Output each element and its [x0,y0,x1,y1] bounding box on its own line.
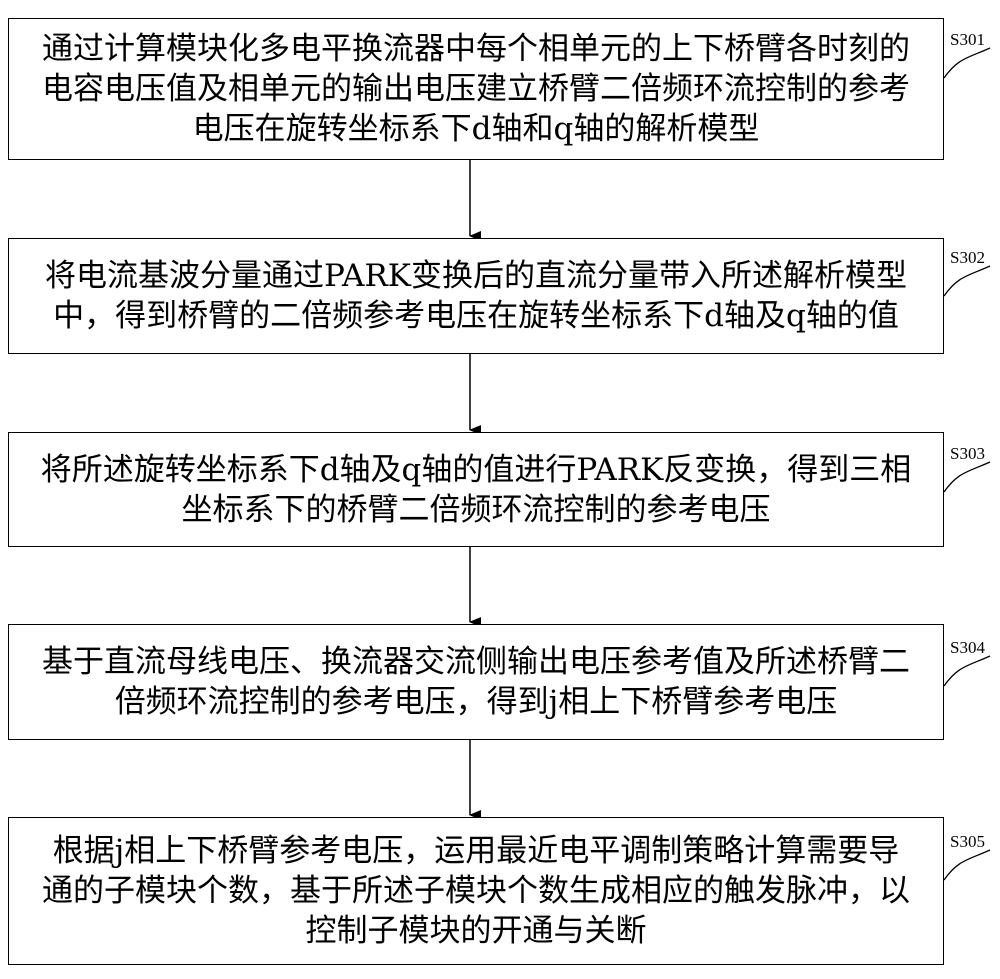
step-text-s302: 将电流基波分量通过PARK变换后的直流分量带入所述解析模型 中，得到桥臂的二倍频… [39,256,913,336]
step-line: 通过计算模块化多电平换流器中每个相单元的上下桥臂各时刻的 [42,31,910,67]
step-text-s301: 通过计算模块化多电平换流器中每个相单元的上下桥臂各时刻的 电容电压值及相单元的输… [36,29,916,149]
step-label-s301: S301 [950,30,985,49]
step-box-s305: 根据j相上下桥臂参考电压，运用最近电平调制策略计算需要导 通的子模块个数，基于所… [8,817,944,965]
leader-s305 [943,849,991,881]
step-label-s302: S302 [950,248,985,267]
step-line: 将所述旋转坐标系下d轴及q轴的值进行PARK反变换，得到三相 [40,451,912,488]
step-line: 电容电压值及相单元的输出电压建立桥臂二倍频环流控制的参考 [42,71,910,107]
step-text-s304: 基于直流母线电压、换流器交流侧输出电压参考值及所述桥臂二 倍频环流控制的参考电压… [36,642,916,722]
step-text-s305: 根据j相上下桥臂参考电压，运用最近电平调制策略计算需要导 通的子模块个数，基于所… [36,831,916,951]
step-line: 中，得到桥臂的二倍频参考电压在旋转坐标系下d轴及q轴的值 [53,298,899,334]
step-line: 通的子模块个数，基于所述子模块个数生成相应的触发脉冲，以 [42,873,910,909]
step-box-s301: 通过计算模块化多电平换流器中每个相单元的上下桥臂各时刻的 电容电压值及相单元的输… [8,18,944,160]
step-line: 坐标系下的桥臂二倍频环流控制的参考电压 [181,491,771,528]
leader-s302 [943,265,991,297]
leader-s301 [943,47,991,79]
step-box-s304: 基于直流母线电压、换流器交流侧输出电压参考值及所述桥臂二 倍频环流控制的参考电压… [8,624,944,740]
step-box-s303: 将所述旋转坐标系下d轴及q轴的值进行PARK反变换，得到三相 坐标系下的桥臂二倍… [8,432,944,547]
step-line: 电压在旋转坐标系下d轴和q轴的解析模型 [192,111,760,147]
step-line: 根据j相上下桥臂参考电压，运用最近电平调制策略计算需要导 [52,833,900,869]
step-line: 基于直流母线电压、换流器交流侧输出电压参考值及所述桥臂二 [42,644,910,680]
step-line: 倍频环流控制的参考电压，得到j相上下桥臂参考电压 [114,684,838,720]
step-label-s303: S303 [950,444,985,463]
step-box-s302: 将电流基波分量通过PARK变换后的直流分量带入所述解析模型 中，得到桥臂的二倍频… [8,238,944,354]
step-line: 控制子模块的开通与关断 [305,913,647,949]
leader-s304 [943,655,991,687]
step-label-s305: S305 [950,832,985,851]
step-label-s304: S304 [950,638,985,657]
step-text-s303: 将所述旋转坐标系下d轴及q轴的值进行PARK反变换，得到三相 坐标系下的桥臂二倍… [35,450,918,530]
step-line: 将电流基波分量通过PARK变换后的直流分量带入所述解析模型 [45,258,907,294]
leader-s303 [943,461,991,493]
